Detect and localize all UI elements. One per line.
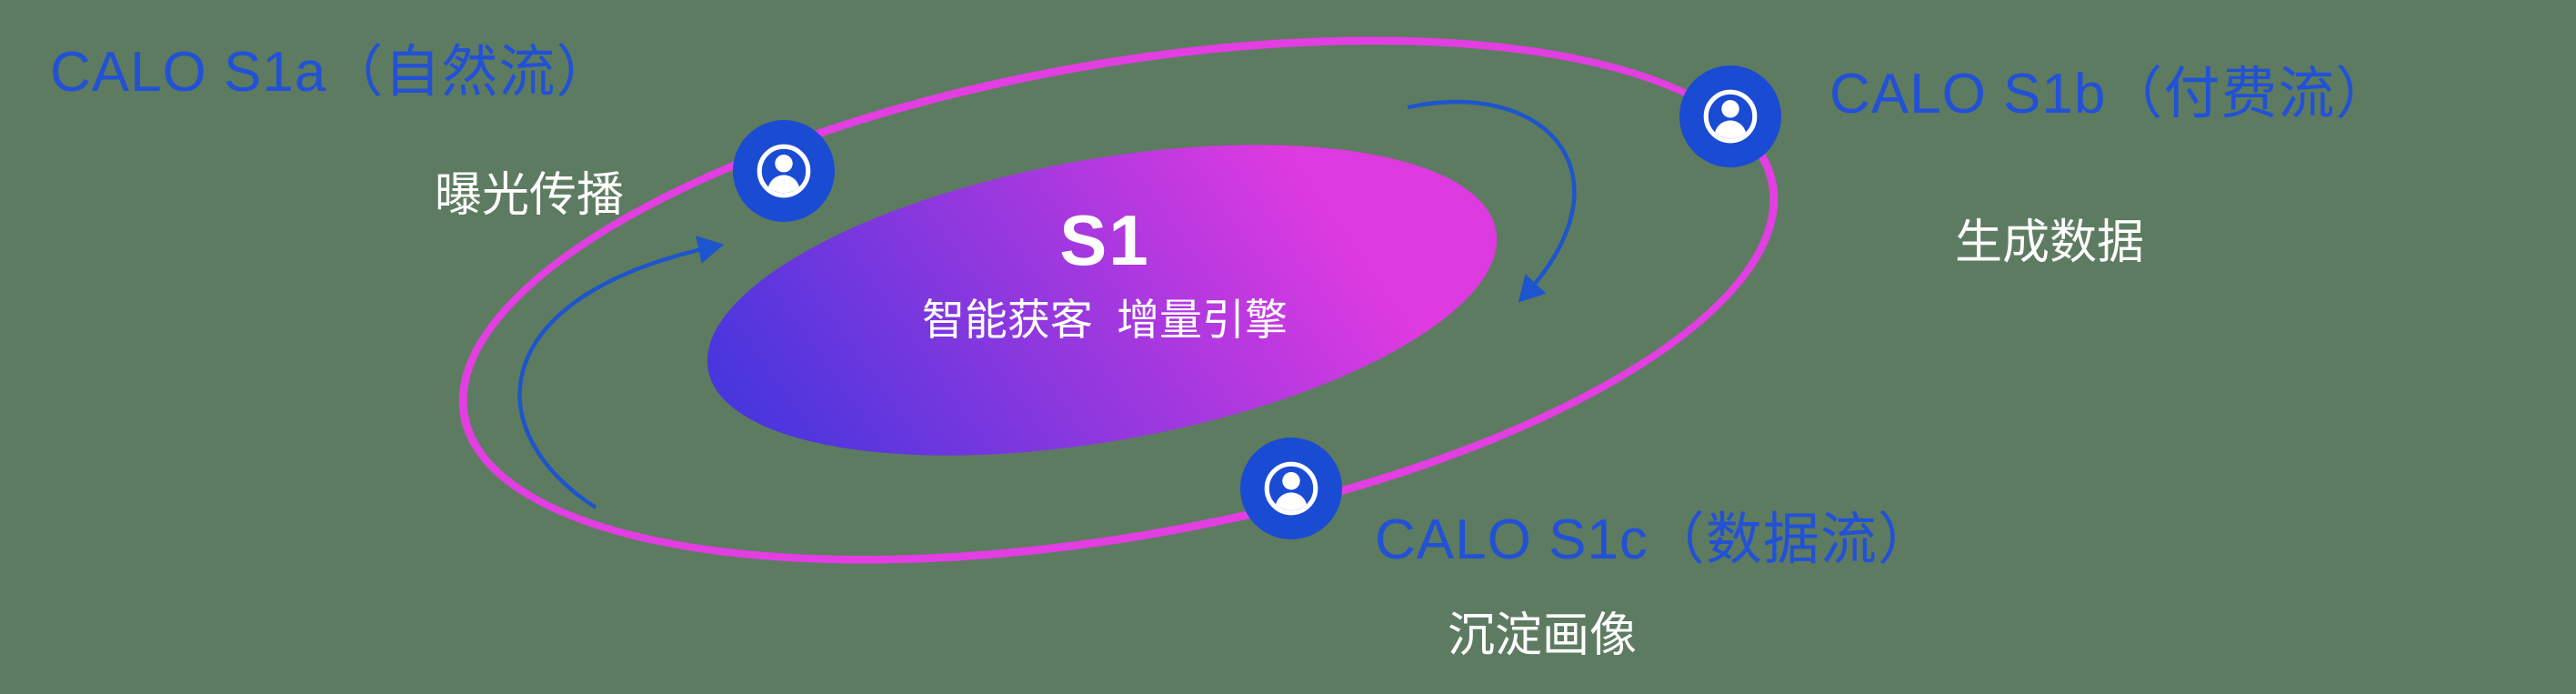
node-s1a-sublabel: 曝光传播 bbox=[435, 169, 625, 222]
node-s1a-label: CALO S1a（自然流） bbox=[50, 41, 614, 104]
node-s1b bbox=[1679, 65, 1781, 167]
node-s1c bbox=[1240, 438, 1342, 539]
node-s1c-sublabel: 沉淀画像 bbox=[1448, 609, 1638, 662]
core-title: S1 bbox=[1059, 200, 1150, 280]
core-text-block: S1 智能获客 增量引擎 bbox=[832, 203, 1378, 343]
right-curved-arrow bbox=[1407, 99, 1577, 303]
user-icon bbox=[1703, 89, 1758, 144]
node-s1b-label: CALO S1b（付费流） bbox=[1829, 63, 2393, 126]
core-subtitle: 智能获客 增量引擎 bbox=[921, 296, 1288, 344]
node-s1b-sublabel: 生成数据 bbox=[1955, 216, 2145, 269]
left-curved-arrow bbox=[517, 236, 725, 509]
user-icon bbox=[757, 144, 811, 198]
node-s1c-label: CALO S1c（数据流） bbox=[1375, 508, 1935, 571]
node-s1a bbox=[733, 120, 835, 222]
user-icon bbox=[1264, 461, 1318, 516]
